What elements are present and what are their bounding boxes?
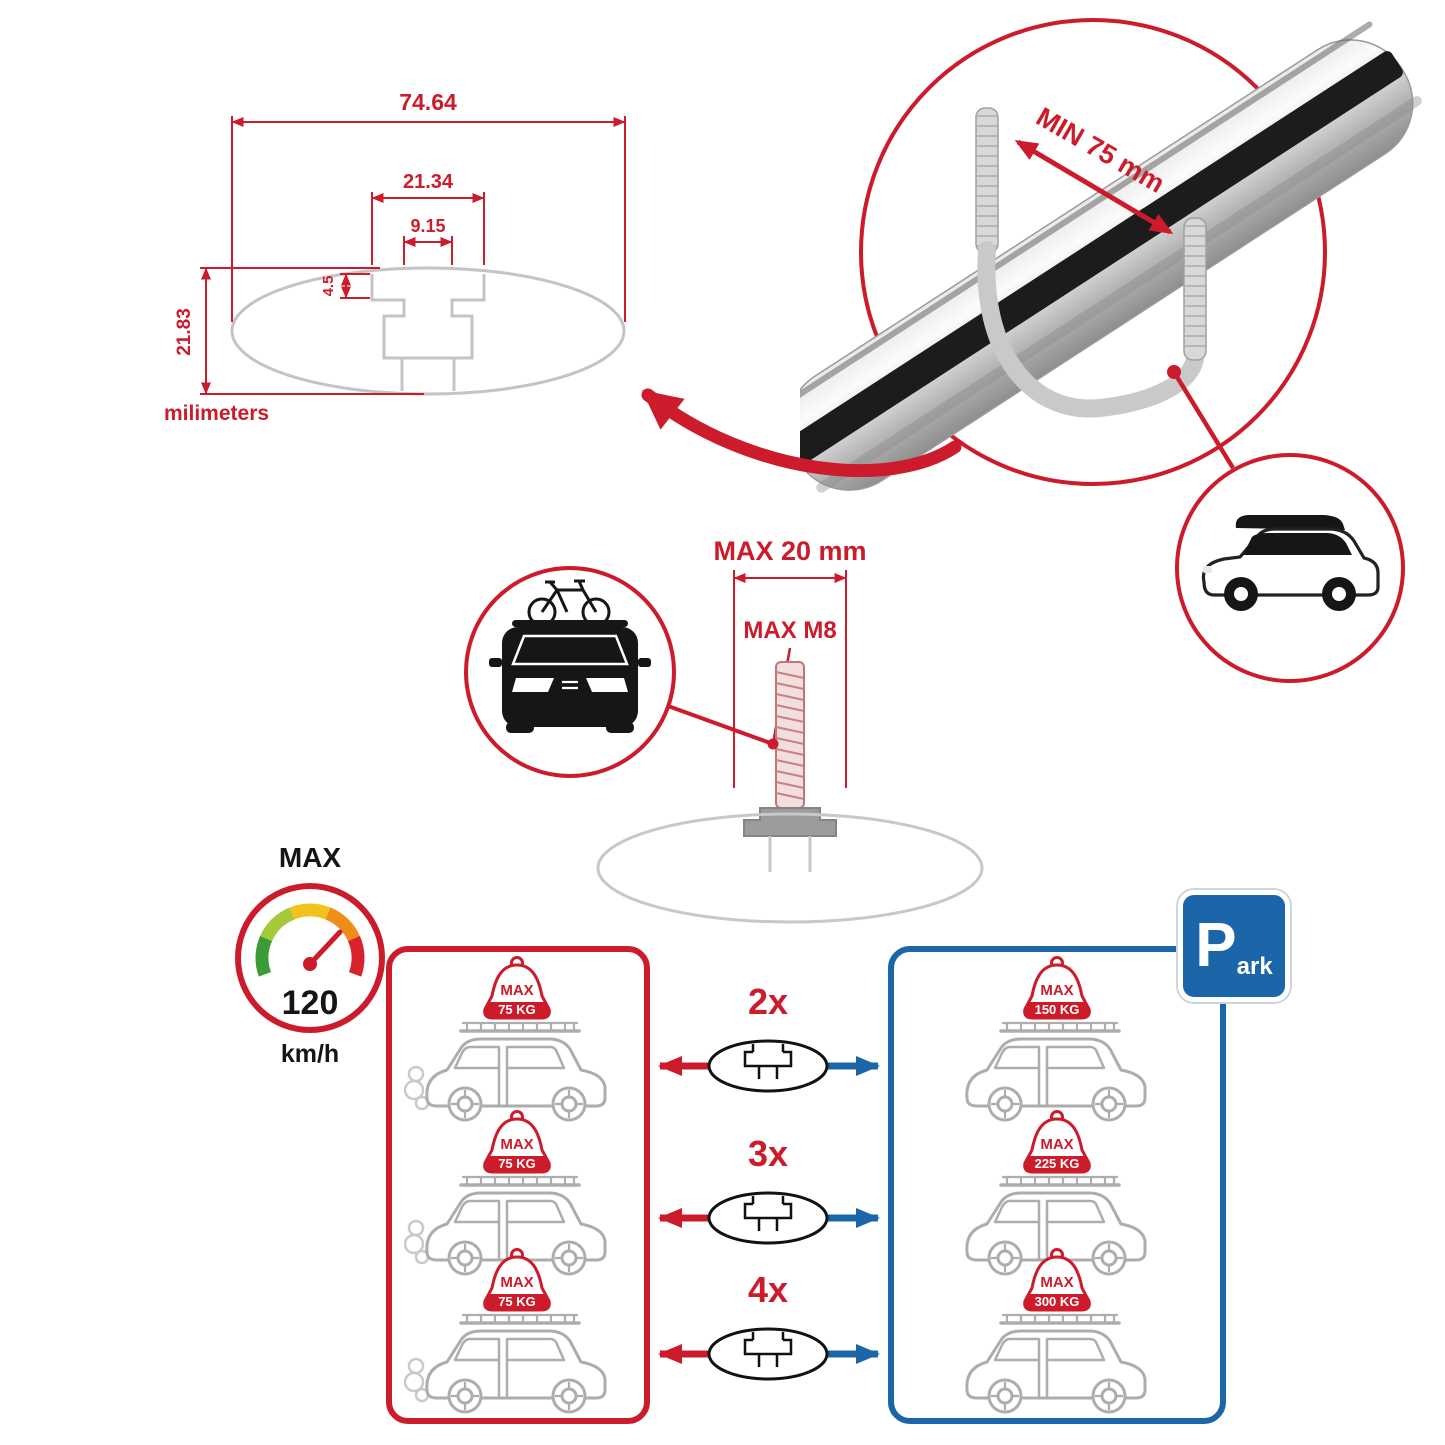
bar-multiplier-column: 2x 3x 4x — [658, 981, 880, 1381]
multiplier-row-1: 2x — [658, 981, 880, 1093]
dimension-lip-depth: 4.5 — [320, 276, 337, 297]
clamp-left-post — [975, 107, 999, 254]
speed-limit-unit: km/h — [280, 1040, 340, 1068]
load-tag-value: 75 KG — [498, 1002, 536, 1017]
bolt-dimension-lines — [733, 570, 847, 788]
load-tag-title: MAX — [500, 982, 533, 999]
parked-car-2: MAX 225 KG — [965, 1110, 1147, 1276]
callout-line — [1172, 370, 1235, 470]
pointer-arrow-overlay — [641, 388, 962, 478]
bolt-max-length-label: MAX 20 mm — [713, 536, 866, 566]
bar-cross-section-icon — [707, 1327, 829, 1381]
car-with-roofbox-icon — [1175, 453, 1405, 683]
t-slot-nut — [743, 807, 837, 837]
cross-section-dimension-diagram: 74.64 21.34 9.15 4.5 21.83 milimeters — [164, 89, 626, 425]
load-tag-value: 75 KG — [498, 1294, 536, 1309]
magnifier-circle — [859, 18, 1327, 486]
min-rail-arrow — [1014, 139, 1174, 235]
dimension-channel-width: 21.34 — [403, 171, 454, 193]
bar-cross-section-icon — [707, 1039, 829, 1093]
roof-bar-icon — [512, 620, 628, 627]
multiplier-label: 4x — [748, 1269, 788, 1310]
dimension-lines — [200, 116, 626, 395]
multiplier-row-2: 3x — [658, 1133, 880, 1245]
gauge-needle — [307, 929, 343, 967]
parked-load-panel: MAX 150 KG MAX 225 KG MAX 300 KG — [888, 946, 1226, 1424]
load-tag-value: 300 KG — [1035, 1294, 1080, 1309]
moving-car-1: MAX 75 KG — [404, 956, 607, 1122]
bar-profile-outline — [230, 266, 626, 396]
multiplier-row-3: 4x — [658, 1269, 880, 1381]
bolt-detail-view: MAX 20 mm MAX M8 — [464, 536, 984, 924]
dimension-overall-width: 74.64 — [399, 89, 457, 115]
dimension-units-label: milimeters — [164, 402, 269, 425]
load-tag-value: 75 KG — [498, 1156, 536, 1171]
pointer-arrow — [641, 388, 962, 478]
dimension-slot-width: 9.15 — [410, 216, 445, 236]
load-tag-value: 150 KG — [1035, 1002, 1080, 1017]
car-front-with-bike-icon — [464, 566, 676, 778]
park-sign-initial: P — [1195, 911, 1237, 980]
crossbar-detail-view: MIN 75 mm — [800, 18, 1422, 683]
speed-limit-title: MAX — [278, 842, 342, 873]
load-tag-value: 225 KG — [1035, 1156, 1080, 1171]
bar-cross-section-icon — [707, 1191, 829, 1245]
circle-callout-line — [667, 704, 774, 746]
callout-dot — [767, 738, 779, 750]
channel-stem — [768, 836, 812, 872]
exhaust-puffs — [404, 1357, 430, 1403]
moving-load-panel: MAX 75 KG MAX 75 KG MAX 75 KG — [386, 946, 650, 1424]
exhaust-puffs — [404, 1065, 430, 1111]
load-tag-title: MAX — [500, 1274, 533, 1291]
load-tag-title: MAX — [1040, 1274, 1073, 1291]
roofbox-icon — [1235, 515, 1345, 530]
speedometer-icon: 120 — [235, 883, 385, 1033]
moving-car-2: MAX 75 KG — [404, 1110, 607, 1276]
bolt-max-thread-label: MAX M8 — [743, 617, 836, 644]
speed-limit-value: 120 — [282, 984, 339, 1022]
load-tag-title: MAX — [1040, 982, 1073, 999]
multiplier-label: 3x — [748, 1133, 788, 1174]
clamp-right-post — [1183, 217, 1207, 361]
multiplier-label: 2x — [748, 981, 788, 1022]
gauge-arc — [255, 903, 365, 977]
park-sign: P ark — [1178, 890, 1290, 1002]
moving-car-3: MAX 75 KG — [404, 1248, 607, 1414]
speed-limit-block: MAX 120 km/h — [228, 842, 392, 1069]
park-sign-rest: ark — [1236, 953, 1273, 980]
threaded-bolt — [775, 661, 805, 809]
dimension-overall-height: 21.83 — [174, 308, 195, 356]
load-tag-title: MAX — [1040, 1136, 1073, 1153]
parked-car-3: MAX 300 KG — [965, 1248, 1147, 1414]
load-tag-title: MAX — [500, 1136, 533, 1153]
min-rail-label: MIN 75 mm — [1031, 102, 1169, 199]
bar-profile-ghost — [596, 812, 984, 924]
parked-car-1: MAX 150 KG — [965, 956, 1147, 1122]
